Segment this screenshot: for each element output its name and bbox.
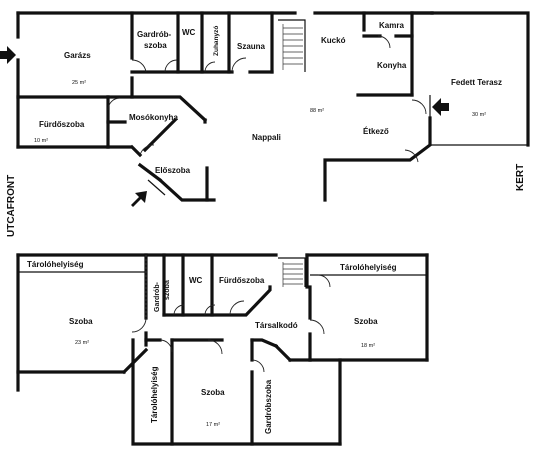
arrow-right-icon	[0, 46, 16, 64]
room-label-wc-upper: WC	[189, 276, 203, 285]
room-label-szoba-right: Szoba	[354, 317, 378, 326]
area-label-szoba-bottom: 17 m²	[206, 422, 220, 428]
room-label-nappali: Nappali	[252, 133, 281, 142]
room-label-gardrob-1: Gardrób-	[137, 30, 172, 39]
room-label-konyha: Konyha	[377, 61, 407, 70]
side-label-street: UTCAFRONT	[6, 175, 17, 237]
ground-floor-labels: Garázs 25 m² Gardrób- szoba WC Zuhanyzó …	[34, 21, 502, 175]
room-label-tarolo-left: Tárolóhelyiség	[27, 260, 84, 269]
entrance-arrows	[0, 46, 449, 207]
room-label-etkezo: Étkező	[363, 127, 389, 136]
room-label-kamra: Kamra	[379, 21, 404, 30]
area-label-garazs: 25 m²	[72, 80, 86, 86]
room-label-wc: WC	[182, 28, 196, 37]
room-label-kucko: Kuckó	[321, 36, 346, 45]
room-label-tarolo-right: Tárolóhelyiség	[340, 263, 397, 272]
ground-floor-walls	[16, 11, 530, 202]
area-label-szoba-left: 23 m²	[75, 340, 89, 346]
stairs-ground	[282, 24, 303, 70]
room-label-szoba-bottom: Szoba	[201, 388, 225, 397]
room-label-furdoszoba-upper: Fürdőszoba	[219, 276, 265, 285]
arrow-diagonal-icon	[131, 191, 147, 207]
side-label-garden: KERT	[515, 164, 526, 191]
upper-floor-walls	[16, 253, 429, 446]
stairs-upper	[282, 262, 303, 287]
room-label-eloszoba: Előszoba	[155, 166, 191, 175]
room-label-szoba-left: Szoba	[69, 317, 93, 326]
room-label-tarolo-vertical: Tárolóhelyiség	[150, 366, 159, 423]
area-label-szoba-right: 18 m²	[361, 343, 375, 349]
room-label-szauna: Szauna	[237, 42, 266, 51]
room-label-gardrob-upper-1: Gardrób-	[154, 281, 161, 312]
room-label-furdoszoba: Fürdőszoba	[39, 120, 85, 129]
room-label-gardrob-upper-2: szoba	[164, 280, 171, 300]
room-label-fedett-terasz: Fedett Terasz	[451, 78, 502, 87]
room-label-gardrobszoba-vertical: Gardróbszoba	[264, 379, 273, 434]
area-label-nappali: 88 m²	[310, 108, 324, 114]
arrow-left-icon	[432, 98, 449, 116]
room-label-gardrob-2: szoba	[144, 41, 167, 50]
room-label-zuhanyzo: Zuhanyzó	[213, 26, 220, 56]
room-label-garazs: Garázs	[64, 51, 91, 60]
room-label-tarsalkodo: Társalkodó	[255, 321, 298, 330]
area-label-terasz: 30 m²	[472, 112, 486, 118]
area-label-furdo: 10 m²	[34, 138, 48, 144]
room-label-mosokonyha: Mosókonyha	[129, 113, 178, 122]
upper-floor-labels: Tárolóhelyiség Tárolóhelyiség Gardrób- s…	[27, 260, 397, 434]
